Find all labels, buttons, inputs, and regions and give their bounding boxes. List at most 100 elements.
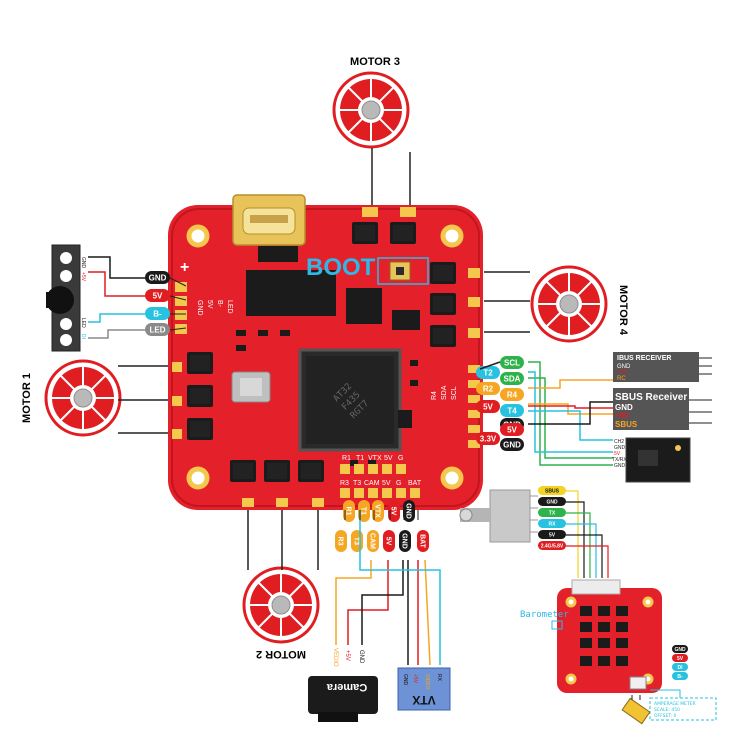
pad-tag: LED [145,323,170,336]
pad-tag-label: B- [677,674,683,680]
pad-tag-bg [500,404,524,417]
pad-tag-label: SCL [504,358,520,367]
pad-tag-label: R3 [336,537,343,546]
gps-wires [566,490,609,578]
pad-tag-label: 5V [389,507,396,516]
pad-tag-bg [343,500,355,522]
amperage-meter: AMPERAGE METER SCALE: 450 OFFSET: 0 [621,689,717,725]
motor-1-label: MOTOR 1 [21,373,33,423]
pad-tag-label: DI [678,665,684,671]
silk-pad-left-4: LED [226,300,233,314]
pad-tag: TX [538,508,566,517]
pad-tag-bg [672,645,688,653]
camera-pin-video: VEDIO [332,648,338,667]
pad-tag: SBUS [538,486,566,495]
pad-tag: 5V [672,654,688,662]
amp-note-1: AMPERAGE METER [654,701,696,707]
led-strip-di: DI [80,334,86,339]
ibus-pin-gnd: GND [617,364,631,370]
pad-tag: 5V [500,423,524,436]
pad-tag: SCL [500,356,524,369]
pad-tag-label: BAT [418,534,425,549]
pad-tag: R3 [335,530,347,552]
vtx-pin-5v: +5V [412,674,418,684]
pad-tag: R2 [476,382,500,395]
sbus-pin-gnd: GND [615,403,633,412]
pad-tag: GND [399,530,411,552]
pad-tag-label: T4 [507,406,517,415]
pad-tag: GND [500,438,524,451]
pad-tag-bg [538,486,566,495]
pad-tag-bg [672,663,688,671]
pad-tag-bg [145,271,170,284]
pad-tag: GND [672,645,688,653]
pad-tag-bg [538,530,566,539]
pad-tag-label: LED [150,325,166,334]
silk-pad-left-3: B- [216,300,223,308]
pad-tag: 3.3V [476,432,500,445]
vtx-label: VTX [412,693,435,707]
crsf-pin-5: GND [614,463,626,469]
silk-pad-top-2: SDA [441,385,448,400]
pad-tag: SDA [500,372,524,385]
pad-tag-label: 5V [549,532,556,538]
silk-pad-bottom2-5: G [396,480,401,487]
pad-tag-label: T2 [483,368,493,377]
pad-tag-bg [417,530,429,552]
pad-tag: 5V [383,530,395,552]
pad-tag-label: 5V [384,537,391,546]
vtx-pin-rx: RX [436,674,442,682]
pad-tag-bg [500,438,524,451]
camera-pin-gnd: GND [358,650,364,664]
boot-button[interactable] [377,257,429,285]
pad-tag-bg [145,307,170,320]
led-strip-gnd: GND [80,257,86,269]
ibus-title: IBUS RECEIVER [617,355,671,362]
pad-tag-bg [538,519,566,528]
pad-tag-bg [388,500,400,522]
pad-tag-bg [538,497,566,506]
camera-label: Camera [326,681,367,693]
amp-note-2: SCALE: 450 [654,707,680,713]
pad-tag-label: R4 [507,390,518,399]
pad-tag: B- [145,307,170,320]
ibus-pin-rc: RC [617,376,626,382]
motor-4-label: MOTOR 4 [617,285,629,336]
silk-pad-bottom-5: G [398,455,403,462]
silk-pad-bottom-3: VTX [368,455,382,462]
pad-tag: T2 [476,366,500,379]
camera-pin-5v: +5V [344,650,350,661]
pad-tag-label: GND [674,647,686,653]
pad-tag: T3 [351,530,363,552]
pad-tag: CAM [367,530,379,552]
camera-module: Camera VEDIO +5V GND [308,648,378,722]
pad-tag-label: SDA [504,374,521,383]
pad-tag-label: T1 [359,507,366,515]
pad-tag: R4 [500,388,524,401]
crsf-pin-1: CH2 [614,439,624,445]
silk-pad-left-2: 5V [206,300,213,309]
pad-tag-label: R1 [344,507,351,516]
sbus-receiver: SBUS Receiver GND +5V SBUS [613,388,712,430]
silk-pad-bottom-1: R1 [342,455,351,462]
pad-tag: T1 [358,500,370,522]
silk-pad-bottom-4: 5V [384,455,393,462]
sbus-pin-5v: +5V [615,411,630,420]
led-strip-5v: +5V [80,272,86,282]
pad-tag-label: 5V [483,402,493,411]
vtx-pin-gnd: GND [402,674,408,686]
small-flight-controller: Barometer [520,579,662,693]
pad-tag: VTX [372,500,384,522]
pad-tag: DI [672,663,688,671]
silk-pad-top-1: R4 [431,391,438,400]
pad-tag-label: R2 [483,384,494,393]
pad-tag: BAT [417,530,429,552]
silk-pad-bottom2-3: CAM [364,480,380,487]
pad-tag: B- [672,672,688,680]
pad-tag-bg [358,500,370,522]
boot-label: BOOT [306,254,376,281]
pad-tag-label: 5V [507,425,517,434]
